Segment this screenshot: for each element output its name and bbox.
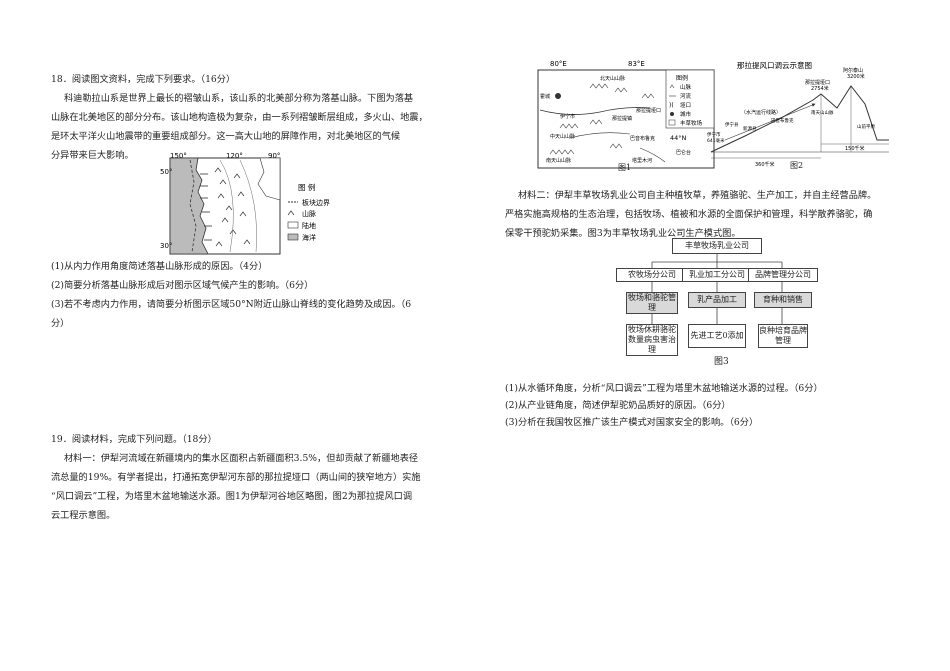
place-label: 那拉提镇 <box>612 115 632 122</box>
legend-item: 板块边界 <box>302 198 330 207</box>
q19-question: (1)从水循环角度，分析“风口调云”工程为塔里木盆地输送水源的过程。（6分） <box>505 383 823 394</box>
fig2-label: 2754米 <box>811 85 829 92</box>
q18-question: (3)若不考虑内力作用，请简要分析图示区域50°N附近山脉山脊线的变化趋势及成因… <box>51 299 412 310</box>
q18-heading: 18．阅读图文资料，完成下列要求。（16分） <box>51 74 236 85</box>
fig1-legend-item: 城市 <box>680 110 692 118</box>
place-label: 伊宁市 <box>560 113 575 120</box>
q18-intro-line: 分异带来巨大影响。 <box>51 150 134 161</box>
q18-intro-line: 是环太平洋火山地震带的重要组成部分。这一高大山地的屏障作用，对北美地区的气候 <box>51 131 401 142</box>
fig2-label: 360千米 <box>755 161 775 168</box>
fc-level2: 农牧场分公司 <box>616 268 688 282</box>
lon-label: 120° <box>226 152 243 160</box>
q19-material2-line: 保零干预驼奶采集。图3为丰草牧场乳业公司生产模式图。 <box>505 228 741 239</box>
lat-label: 50° <box>160 168 172 176</box>
fig2-label: 巴音布鲁克 <box>771 117 794 124</box>
fig2-label: 伊宁市 <box>707 131 721 138</box>
production-model-chart: 丰草牧场乳业公司 农牧场分公司 乳业加工分公司 品牌管理分公司 牧场和骆驼管理 … <box>612 234 822 374</box>
wind-gap-profile: 那拉提风口调云示意图 阿尔泰山 3200米 那拉提垭口 2754米 （水汽运行线… <box>705 56 895 172</box>
fig2-caption: 图2 <box>790 161 804 170</box>
lat-label: 44°N <box>670 134 687 142</box>
fig2-label: 150千米 <box>845 145 865 152</box>
legend-title: 图 例 <box>298 182 315 192</box>
fig2-label: 山前平原 <box>857 123 875 130</box>
fc-level2: 品牌管理分公司 <box>748 268 818 282</box>
q19-material2-line: 材料二：伊犁丰草牧场乳业公司自主种植牧草，养殖骆驼、生产加工，并自主经营品牌。 <box>518 190 877 201</box>
place-label: 塔里木河 <box>632 157 652 164</box>
fig2-label: 641毫米 <box>707 137 725 144</box>
svg-text:)(: )( <box>669 102 674 109</box>
fc-level2: 乳业加工分公司 <box>682 268 752 282</box>
place-label: 南天山山脉 <box>546 157 571 164</box>
legend-item: 海洋 <box>302 233 316 242</box>
fig3-caption: 图3 <box>714 357 729 367</box>
q19-material1-line: 材料一：伊犁河流域在新疆境内的集水区面积占新疆面积3.5%，但却贡献了新疆地表径 <box>64 453 419 464</box>
q19-material2-line: 严格实施高规格的生态治理，包括牧场、植被和水源的全面保护和管理，科学散养骆驼，确 <box>505 209 873 220</box>
fc-top: 丰草牧场乳业公司 <box>672 238 762 254</box>
fig2-label: 阿尔泰山 <box>843 67 863 74</box>
q18-intro-line: 科迪勒拉山系是世界上最长的褶皱山系，该山系的北美部分称为落基山脉。下图为落基 <box>64 93 414 104</box>
fig1-legend-title: 图例 <box>676 74 688 82</box>
lon-label: 80°E <box>550 60 567 68</box>
fc-level3: 育种和销售 <box>754 292 812 308</box>
lat-label: 30° <box>160 242 172 250</box>
lon-label: 83°E <box>628 60 645 68</box>
q19-material1-line: “风口调云”工程，为塔里木盆地输送水源。图1为伊犁河谷地区略图，图2为那拉提风口… <box>51 491 413 502</box>
fc-level3: 乳产品加工 <box>688 292 746 308</box>
q19-material1-line: 流总量的19%。有学者提出，打通拓宽伊犁河东部的那拉提垭口（两山间的狭窄地方）实… <box>51 472 421 483</box>
legend-item: 山脉 <box>302 209 316 218</box>
fc-level4: 良种培育品牌管理 <box>758 324 808 348</box>
fig1-legend-item: 垭口 <box>680 101 691 109</box>
place-label: 巴音布鲁克 <box>630 135 655 142</box>
q19-question: (2)从产业链角度，简述伊犁驼奶品质好的原因。（6分） <box>505 400 731 411</box>
legend-item: 陆地 <box>302 221 316 230</box>
q19-question: (3)分析在我国牧区推广该生产模式对国家安全的影响。（6分） <box>505 417 759 428</box>
fig2-label: （水汽运行线路） <box>741 109 781 116</box>
lon-label: 150° <box>170 152 187 160</box>
fig1-legend-item: 山脉 <box>680 83 692 91</box>
fc-level3: 牧场和骆驼管理 <box>626 292 678 314</box>
fig1-legend-item: 河流 <box>680 92 692 100</box>
q18-question: (2)简要分析落基山脉形成后对图示区域气候产生的影响。（6分） <box>51 280 314 291</box>
fig1-legend-item: 丰草牧场 <box>680 119 703 127</box>
place-label: 中天山山脉 <box>550 133 575 140</box>
fig2-label: 南天山山脉 <box>811 109 834 116</box>
place-label: 巴仑台 <box>676 149 691 156</box>
rockies-map: 150° 120° 90° 50° 30° 图 例 板块边界 山脉 陆地 海洋 <box>160 152 344 256</box>
fig2-label: 伊宁县 <box>725 121 739 128</box>
fig2-label: 那拉提垭口 <box>805 79 830 86</box>
fc-level4: 牧场休耕骆驼数量病虫害治理 <box>626 324 678 356</box>
q18-question: 分） <box>51 318 70 329</box>
q18-question: (1)从内力作用角度简述落基山脉形成的原因。（4分） <box>51 261 268 272</box>
place-label: 那拉提垭口 <box>636 107 661 114</box>
q19-material1-line: 云工程示意图。 <box>51 510 116 521</box>
place-label: 霍城 <box>540 93 550 100</box>
yili-valley-map: 80°E 83°E 44°N 霍城 北天山山脉 伊宁市 中天山山脉 南天山山脉 … <box>530 58 720 178</box>
fig2-label: 3200米 <box>847 73 865 80</box>
fig2-label: 新源县 <box>743 125 757 132</box>
q18-intro-line: 山脉在北美地区的部分分布。该山地构造极为复杂，由一系列褶皱断层组成，多火山、地震… <box>51 112 428 123</box>
fig1-caption: 图1 <box>618 163 632 172</box>
place-label: 北天山山脉 <box>600 75 625 82</box>
fc-level4: 先进工艺0添加 <box>688 324 746 348</box>
fig2-title: 那拉提风口调云示意图 <box>737 60 812 70</box>
q19-heading: 19．阅读材料，完成下列问题。（18分） <box>51 434 217 445</box>
lon-label: 90° <box>268 152 280 160</box>
